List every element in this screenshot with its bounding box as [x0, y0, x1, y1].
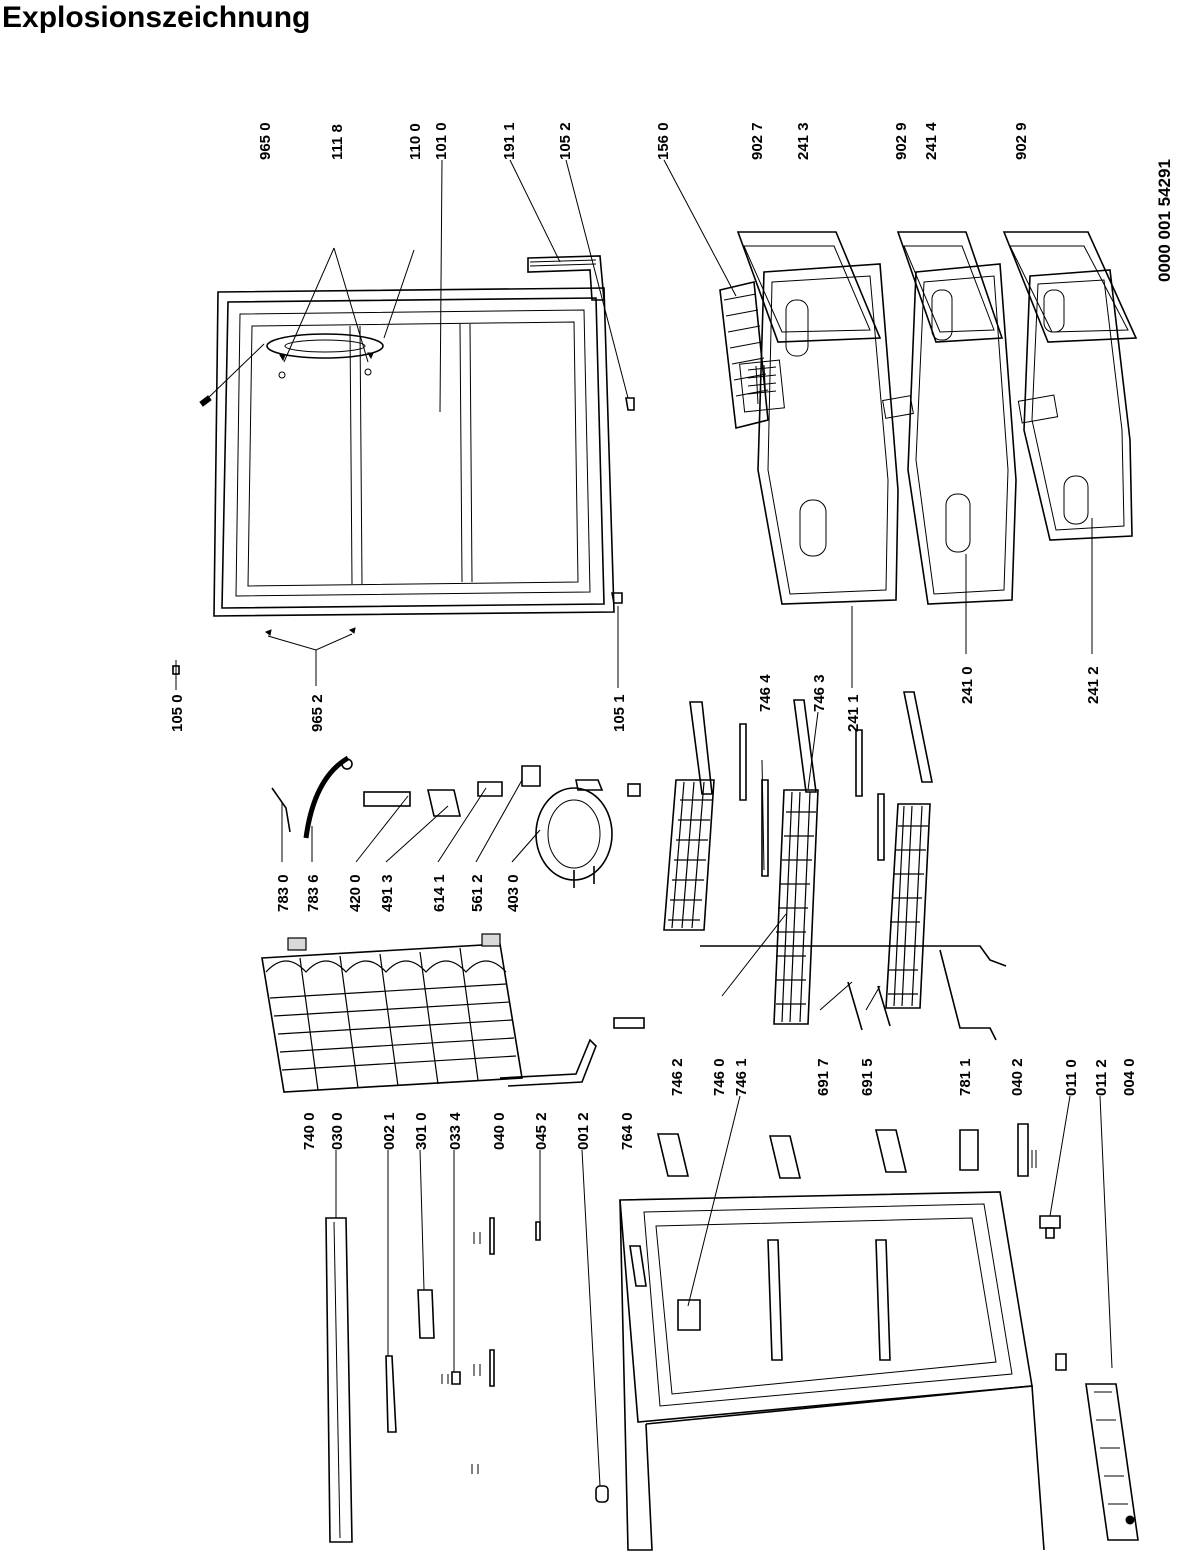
callout-030-0: 030 0	[329, 1112, 346, 1150]
small-parts	[385, 1217, 609, 1503]
callout-614-1: 614 1	[431, 874, 448, 912]
callout-011-2: 011 2	[1093, 1059, 1110, 1096]
callout-902-7: 902 7	[749, 122, 766, 160]
callout-111-8: 111 8	[329, 124, 346, 160]
callout-783-0: 783 0	[275, 874, 292, 912]
callout-001-2: 001 2	[575, 1112, 592, 1150]
compressor-group-part	[271, 755, 645, 1029]
callout-902-9-b: 902 9	[1013, 122, 1030, 160]
gasket-part	[527, 255, 605, 301]
leader-lines	[175, 159, 1113, 1487]
top-cover-part	[325, 1217, 353, 1543]
callout-002-1: 002 1	[381, 1112, 398, 1150]
callout-746-3: 746 3	[811, 674, 828, 712]
callout-746-1: 746 1	[733, 1058, 750, 1096]
callout-491-3: 491 3	[379, 874, 396, 912]
callout-156-0: 156 0	[655, 122, 672, 160]
callout-746-2: 746 2	[669, 1058, 686, 1096]
callout-101-0: 101 0	[433, 122, 450, 160]
callout-105-0: 105 0	[169, 694, 186, 732]
callout-902-9-a: 902 9	[893, 122, 910, 160]
hinge-parts	[172, 397, 635, 675]
drawers-part	[757, 263, 1133, 605]
callout-045-2: 045 2	[533, 1112, 550, 1150]
callout-746-0: 746 0	[711, 1058, 728, 1096]
pipes-part	[700, 945, 1007, 1041]
callout-691-5: 691 5	[859, 1058, 876, 1096]
bottom-parts	[959, 1123, 1139, 1541]
callout-241-1: 241 1	[845, 694, 862, 732]
callout-241-4: 241 4	[923, 122, 940, 160]
drawer-covers-part	[736, 231, 1138, 424]
callout-965-0: 965 0	[257, 122, 274, 160]
rail-parts	[656, 1129, 908, 1179]
callout-746-4: 746 4	[757, 674, 774, 712]
callout-764-0: 764 0	[619, 1112, 636, 1150]
handle-part	[266, 333, 384, 359]
callout-105-1: 105 1	[611, 694, 628, 732]
callout-033-4: 033 4	[447, 1112, 464, 1150]
door-frame-part	[213, 287, 615, 617]
callout-040-2: 040 2	[1009, 1058, 1026, 1096]
callout-965-2: 965 2	[309, 694, 326, 732]
shelf-grid-part	[719, 281, 769, 429]
cabinet-part	[619, 1191, 1045, 1551]
callout-labels: 965 0 111 8 110 0 101 0 191 1 105 2 156 …	[169, 122, 1174, 1150]
callout-191-1: 191 1	[501, 122, 518, 160]
callout-241-3: 241 3	[795, 122, 812, 160]
callout-105-2: 105 2	[557, 122, 574, 160]
callout-110-0: 110 0	[407, 123, 424, 160]
callout-040-0: 040 0	[491, 1112, 508, 1150]
callout-420-0: 420 0	[347, 874, 364, 912]
callout-561-2: 561 2	[469, 874, 486, 912]
callout-783-6: 783 6	[305, 874, 322, 912]
document-number: 0000 001 54291	[1155, 159, 1174, 282]
callout-301-0: 301 0	[413, 1112, 430, 1150]
callout-004-0: 004 0	[1121, 1058, 1138, 1096]
shelves-part	[663, 691, 933, 1025]
page-title: Explosionszeichnung	[2, 1, 311, 34]
callout-241-0: 241 0	[959, 666, 976, 704]
callout-781-1: 781 1	[957, 1058, 974, 1096]
callout-011-0: 011 0	[1063, 1059, 1080, 1096]
callout-740-0: 740 0	[301, 1112, 318, 1150]
callout-691-7: 691 7	[815, 1058, 832, 1096]
evaporator-part	[261, 933, 597, 1093]
callout-403-0: 403 0	[505, 874, 522, 912]
callout-241-2: 241 2	[1085, 666, 1102, 704]
